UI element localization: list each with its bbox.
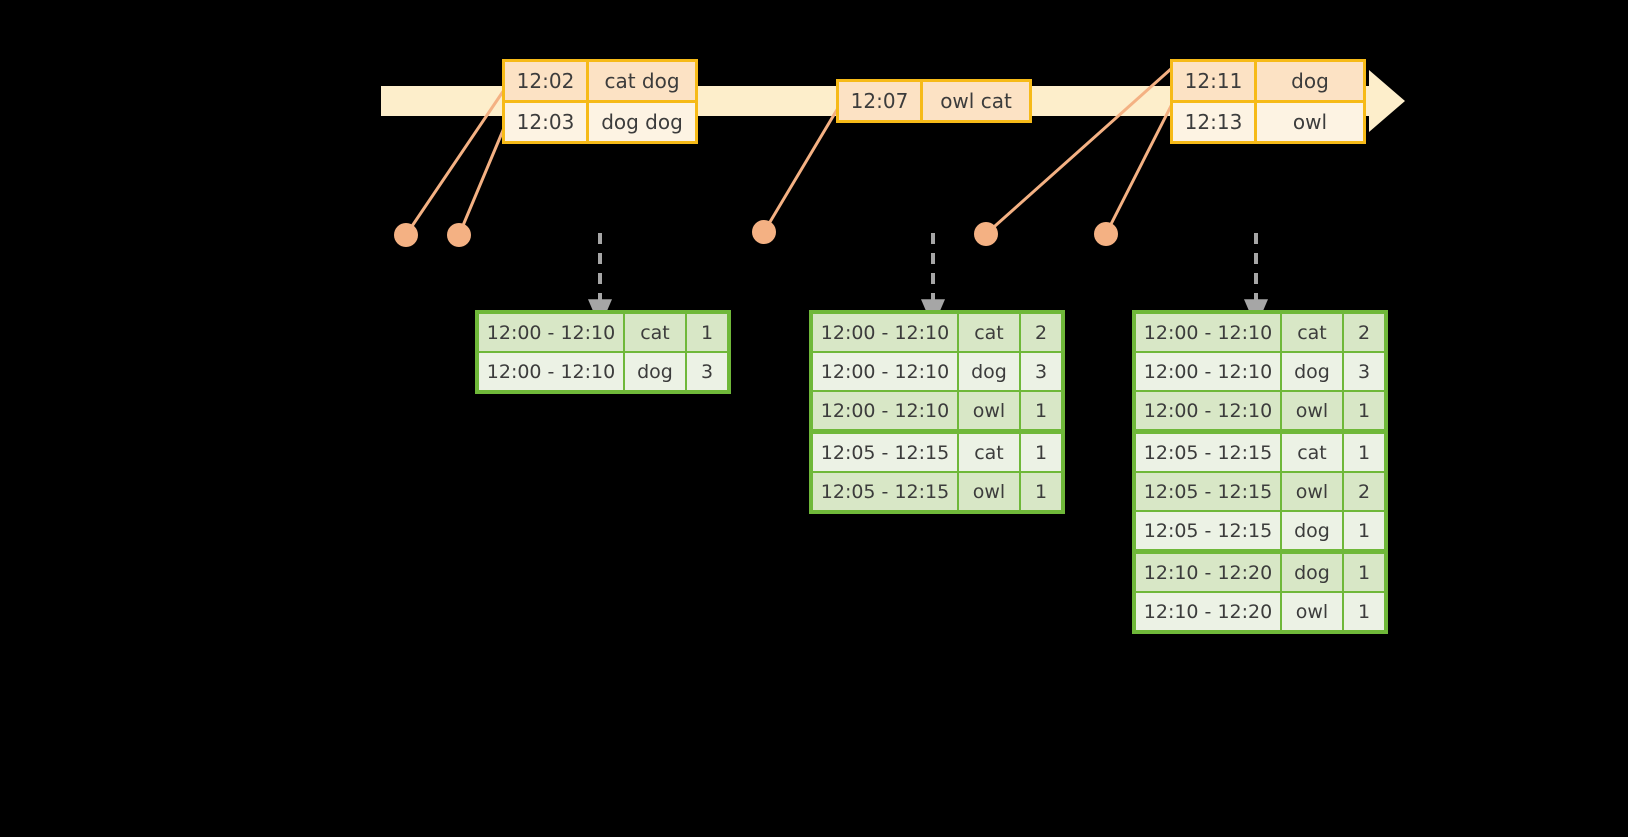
arrow-right-icon <box>1369 70 1405 132</box>
result-window-cell: 12:00 - 12:10 <box>479 314 625 351</box>
result-count-cell: 3 <box>1021 353 1061 390</box>
result-count-cell: 1 <box>1344 434 1384 471</box>
result-window-cell: 12:05 - 12:15 <box>1136 512 1282 549</box>
result-word-cell: owl <box>959 473 1021 510</box>
result-count-cell: 2 <box>1344 473 1384 510</box>
connector-dot-3 <box>752 220 776 244</box>
result-count-cell: 1 <box>687 314 727 351</box>
result-word-cell: owl <box>1282 473 1344 510</box>
flow-arrows <box>588 233 1268 328</box>
result-word-cell: cat <box>959 434 1021 471</box>
result-window-cell: 12:10 - 12:20 <box>1136 554 1282 591</box>
result-count-cell: 3 <box>687 353 727 390</box>
result-word-cell: cat <box>959 314 1021 351</box>
result-count-cell: 1 <box>1344 593 1384 630</box>
result-window-cell: 12:05 - 12:15 <box>813 434 959 471</box>
result-window-cell: 12:05 - 12:15 <box>813 473 959 510</box>
event-words: dog <box>1257 61 1363 100</box>
connector-line-5 <box>1104 102 1174 236</box>
connector-dot-1 <box>394 223 418 247</box>
event-timestamp: 12:11 <box>1173 61 1257 100</box>
connector-dot-2 <box>447 223 471 247</box>
result-word-cell: dog <box>959 353 1021 390</box>
result-word-cell: owl <box>1282 593 1344 630</box>
event-timestamp: 12:13 <box>1173 102 1257 141</box>
connector-dot-4 <box>974 222 998 246</box>
result-word-cell: owl <box>1282 392 1344 429</box>
event-words: dog dog <box>589 102 695 141</box>
result-window-cell: 12:00 - 12:10 <box>479 353 625 390</box>
result-word-cell: cat <box>1282 434 1344 471</box>
result-window-cell: 12:00 - 12:10 <box>813 314 959 351</box>
result-window-cell: 12:00 - 12:10 <box>813 392 959 429</box>
result-window-cell: 12:05 - 12:15 <box>1136 434 1282 471</box>
result-count-cell: 1 <box>1021 473 1061 510</box>
result-word-cell: cat <box>625 314 687 351</box>
result-count-cell: 2 <box>1344 314 1384 351</box>
result-count-cell: 3 <box>1344 353 1384 390</box>
event-timestamp: 12:03 <box>505 102 589 141</box>
result-word-cell: dog <box>1282 512 1344 549</box>
result-count-cell: 2 <box>1021 314 1061 351</box>
result-window-cell: 12:00 - 12:10 <box>813 353 959 390</box>
result-window-cell: 12:05 - 12:15 <box>1136 473 1282 510</box>
connector-dots <box>394 220 1118 247</box>
result-window-cell: 12:00 - 12:10 <box>1136 314 1282 351</box>
result-window-cell: 12:00 - 12:10 <box>1136 353 1282 390</box>
result-window-cell: 12:10 - 12:20 <box>1136 593 1282 630</box>
result-window-cell: 12:00 - 12:10 <box>1136 392 1282 429</box>
result-count-cell: 1 <box>1344 392 1384 429</box>
event-timestamp: 12:07 <box>839 82 923 120</box>
result-word-cell: owl <box>959 392 1021 429</box>
result-count-cell: 1 <box>1021 392 1061 429</box>
result-count-cell: 1 <box>1021 434 1061 471</box>
result-word-cell: dog <box>1282 353 1344 390</box>
event-words: owl cat <box>923 82 1029 120</box>
event-timestamp: 12:02 <box>505 61 589 100</box>
connector-dot-5 <box>1094 222 1118 246</box>
event-words: owl <box>1257 102 1363 141</box>
result-word-cell: cat <box>1282 314 1344 351</box>
result-word-cell: dog <box>1282 554 1344 591</box>
result-count-cell: 1 <box>1344 554 1384 591</box>
connector-line-2 <box>457 126 506 237</box>
result-word-cell: dog <box>625 353 687 390</box>
result-count-cell: 1 <box>1344 512 1384 549</box>
connector-line-3 <box>762 106 840 234</box>
event-words: cat dog <box>589 61 695 100</box>
